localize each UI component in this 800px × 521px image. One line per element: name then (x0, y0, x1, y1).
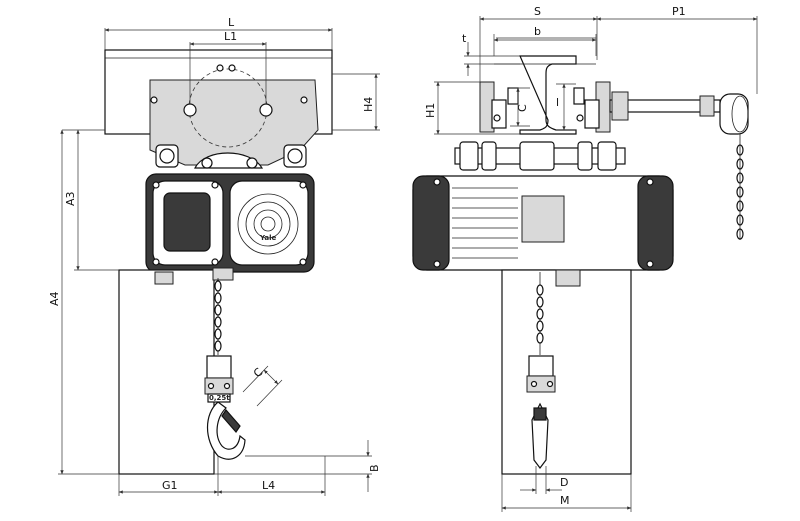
hook-block (206, 355, 232, 379)
hook-tag: 0,25t (209, 394, 230, 402)
side-chain-container (501, 269, 632, 475)
front-dimensions: L L1 H4 A3 A4 C B (48, 16, 381, 496)
svg-text:b: b (534, 25, 541, 38)
side-view: S P1 b t H1 C l (412, 5, 758, 512)
svg-text:t: t (462, 32, 467, 45)
brand-logo: Yale (259, 234, 277, 242)
load-chain (214, 278, 222, 355)
svg-text:A4: A4 (48, 291, 61, 306)
svg-text:C: C (516, 104, 529, 112)
hand-chain (736, 134, 744, 240)
svg-text:A3: A3 (64, 191, 77, 206)
side-dimensions: S P1 b t H1 C l (424, 5, 758, 512)
svg-text:L4: L4 (262, 479, 275, 492)
svg-text:H1: H1 (424, 103, 437, 118)
svg-text:B: B (368, 464, 381, 472)
svg-text:P1: P1 (672, 5, 686, 18)
hand-chain-wheel (719, 93, 749, 135)
side-beam (519, 55, 577, 135)
side-load-chain (536, 272, 544, 355)
load-hook (207, 401, 246, 460)
svg-text:G1: G1 (162, 479, 178, 492)
svg-text:L1: L1 (224, 30, 237, 43)
control-window (163, 192, 211, 252)
svg-text:D: D (560, 476, 568, 489)
svg-text:S: S (534, 5, 541, 18)
svg-text:l: l (556, 96, 559, 109)
svg-text:H4: H4 (362, 97, 375, 112)
front-view: Yale 0,25t (48, 16, 381, 496)
svg-text:L: L (228, 16, 235, 29)
chain-container (118, 269, 215, 475)
svg-text:M: M (560, 494, 570, 507)
svg-text:C: C (251, 365, 266, 380)
